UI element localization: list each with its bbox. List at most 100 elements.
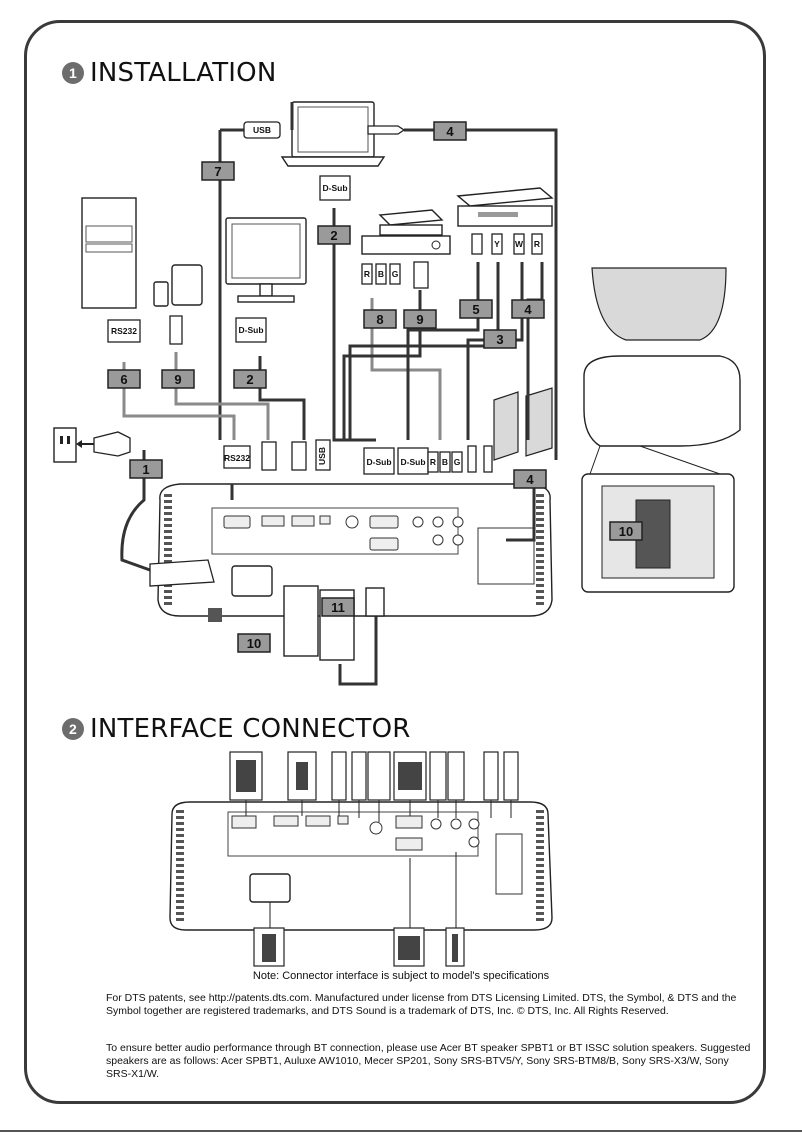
cable-2-laptop: [332, 208, 376, 442]
section-interface-title: 2 INTERFACE CONNECTOR: [62, 714, 411, 744]
svg-text:2: 2: [330, 228, 337, 243]
svg-text:10: 10: [619, 524, 633, 539]
cable-9: [174, 352, 270, 440]
dongle-10: [283, 585, 319, 657]
dts-paragraph: For DTS patents, see http://patents.dts.…: [106, 992, 737, 1017]
connector-rbg-source: R B G: [361, 263, 401, 285]
svg-text:D-Sub: D-Sub: [322, 183, 347, 193]
callout-4-top: 4: [433, 121, 467, 141]
section-number-badge: 1: [62, 62, 84, 84]
callout-3: 3: [483, 329, 517, 349]
svg-text:B: B: [442, 457, 448, 467]
connector-plug-audio-1: [467, 445, 477, 473]
svg-text:4: 4: [446, 124, 454, 139]
svg-text:2: 2: [246, 372, 253, 387]
connector-plug-hdmi2: [291, 441, 307, 471]
svg-text:RS232: RS232: [224, 453, 250, 463]
cable-1: [120, 450, 210, 572]
callout-4-speaker: 4: [513, 469, 547, 489]
svg-text:USB: USB: [253, 125, 271, 135]
svg-text:10: 10: [247, 636, 261, 651]
connector-plug-audio-2: [483, 445, 493, 473]
pc-tower-icon: [81, 197, 137, 309]
connector-plug-dsub-1: D-Sub: [363, 447, 395, 475]
svg-text:6: 6: [120, 372, 127, 387]
section-title-text: INTERFACE CONNECTOR: [90, 714, 411, 744]
svg-text:Y: Y: [494, 239, 500, 249]
monitor-icon: [225, 217, 307, 303]
callout-1: 1: [129, 459, 163, 479]
connector-plug-dsub-2: D-Sub: [397, 447, 429, 475]
callout-4-av: 4: [511, 299, 545, 319]
svg-text:B: B: [378, 269, 384, 279]
connector-plug-b: B: [439, 451, 451, 473]
svg-text:W: W: [515, 239, 524, 249]
installation-diagram: .cb{fill:none;stroke:#333;stroke-width:3…: [53, 101, 741, 686]
callout-11: 11: [321, 597, 355, 617]
svg-text:R: R: [534, 239, 540, 249]
callout-10-side: 10: [609, 521, 643, 541]
connector-dsub-laptop: D-Sub: [319, 175, 351, 201]
connector-plug-hdmi: [261, 441, 277, 471]
svg-text:G: G: [392, 269, 399, 279]
wall-outlet-icon: [53, 427, 131, 463]
svg-text:4: 4: [526, 472, 534, 487]
callout-2-laptop: 2: [317, 225, 351, 245]
svg-text:USB: USB: [317, 447, 327, 465]
dongle-hdmi: [365, 587, 385, 617]
connector-plug-usb: USB: [315, 439, 331, 471]
callout-9-hdmi: 9: [403, 309, 437, 329]
svg-text:5: 5: [472, 302, 479, 317]
connector-plug-g: G: [451, 451, 463, 473]
svg-text:RS232: RS232: [111, 326, 137, 336]
connector-dsub-monitor: D-Sub: [235, 317, 267, 343]
callout-7: 7: [201, 161, 235, 181]
page-frame: [24, 20, 766, 1104]
callout-5: 5: [459, 299, 493, 319]
interface-connector-diagram: [169, 751, 553, 967]
projector-rear-icon: [157, 483, 553, 622]
svg-text:D-Sub: D-Sub: [366, 457, 391, 467]
vcr-icon: [456, 187, 554, 227]
interface-note: Note: Connector interface is subject to …: [252, 970, 550, 982]
connector-rs232-pc: RS232: [107, 319, 141, 343]
section-installation-title: 1 INSTALLATION: [62, 58, 276, 88]
speakers-icon: [493, 387, 553, 461]
projector-side-icon: [581, 267, 741, 593]
svg-text:9: 9: [174, 372, 181, 387]
tablet-phone-icon: [153, 264, 203, 307]
svg-text:9: 9: [416, 312, 423, 327]
svg-text:8: 8: [376, 312, 383, 327]
section-number-badge: 2: [62, 718, 84, 740]
svg-text:D-Sub: D-Sub: [400, 457, 425, 467]
bt-paragraph: To ensure better audio performance throu…: [106, 1042, 751, 1080]
svg-text:D-Sub: D-Sub: [238, 325, 263, 335]
connector-usb-laptop: USB: [243, 121, 281, 139]
bottom-rule: [0, 1130, 802, 1132]
callout-10-main: 10: [237, 633, 271, 653]
laptop-icon: [280, 101, 386, 167]
cable-6: [122, 362, 236, 440]
connector-av-source: Y W R: [471, 233, 543, 255]
svg-text:G: G: [454, 457, 461, 467]
connector-plug-rs232: RS232: [223, 445, 251, 469]
section-title-text: INSTALLATION: [90, 58, 277, 88]
svg-text:R: R: [364, 269, 370, 279]
callout-2-monitor: 2: [233, 369, 267, 389]
svg-text:7: 7: [214, 164, 221, 179]
svg-text:4: 4: [524, 302, 532, 317]
projector-rear-small: [169, 801, 553, 931]
connector-audio-laptop: [367, 125, 406, 135]
callout-6: 6: [107, 369, 141, 389]
connector-plug-r: R: [427, 451, 439, 473]
connector-hdmi-source: [413, 261, 429, 289]
svg-text:11: 11: [331, 600, 345, 615]
callout-8: 8: [363, 309, 397, 329]
callout-9-tablet: 9: [161, 369, 195, 389]
dvd-player-icon: [361, 209, 451, 255]
cable-8: [370, 298, 442, 440]
svg-text:R: R: [430, 457, 436, 467]
svg-text:3: 3: [496, 332, 503, 347]
svg-text:1: 1: [142, 462, 149, 477]
connector-micro-usb: [169, 315, 183, 345]
